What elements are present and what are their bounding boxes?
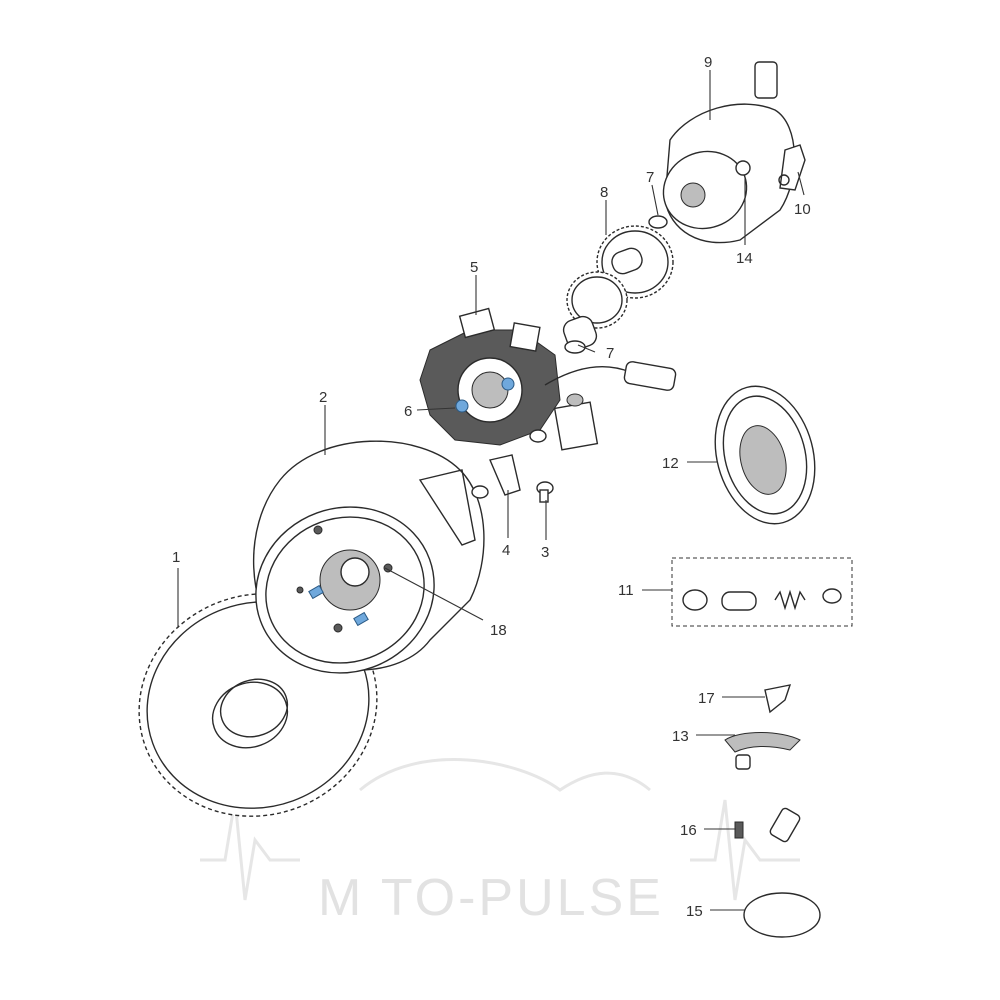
callout-5: 5 [470,259,478,276]
leader-lines [177,70,805,911]
watermark: M TO-PULSE [200,758,800,927]
part-3-4-hardware [471,393,599,503]
callout-7-upper: 7 [646,169,654,186]
callout-4: 4 [502,542,510,559]
part-5-stator [419,307,677,446]
callout-9: 9 [704,54,712,71]
callout-7-lower: 7 [606,345,614,362]
callout-10: 10 [794,201,811,218]
part-8-idle-gear [562,215,674,354]
part-2-flywheel [253,440,485,674]
part-9-starter-motor [662,61,806,244]
callout-1: 1 [172,549,180,566]
watermark-text: M TO-PULSE [318,869,664,927]
callouts: 1 2 3 4 5 6 7 7 8 9 10 11 12 13 14 15 16… [172,54,811,920]
callout-3: 3 [541,544,549,561]
callout-14: 14 [736,250,753,267]
callout-11: 11 [618,582,634,599]
callout-15: 15 [686,903,703,920]
callout-17: 17 [698,690,715,707]
callout-2: 2 [319,389,327,406]
callout-13: 13 [672,728,689,745]
part-12-cover [714,385,816,525]
callout-18: 18 [490,622,507,639]
callout-12: 12 [662,455,679,472]
callout-16: 16 [680,822,697,839]
callout-8: 8 [600,184,608,201]
part-13-15-16-17 [724,684,821,938]
callout-6: 6 [404,403,412,420]
part-11-kit [671,557,853,627]
